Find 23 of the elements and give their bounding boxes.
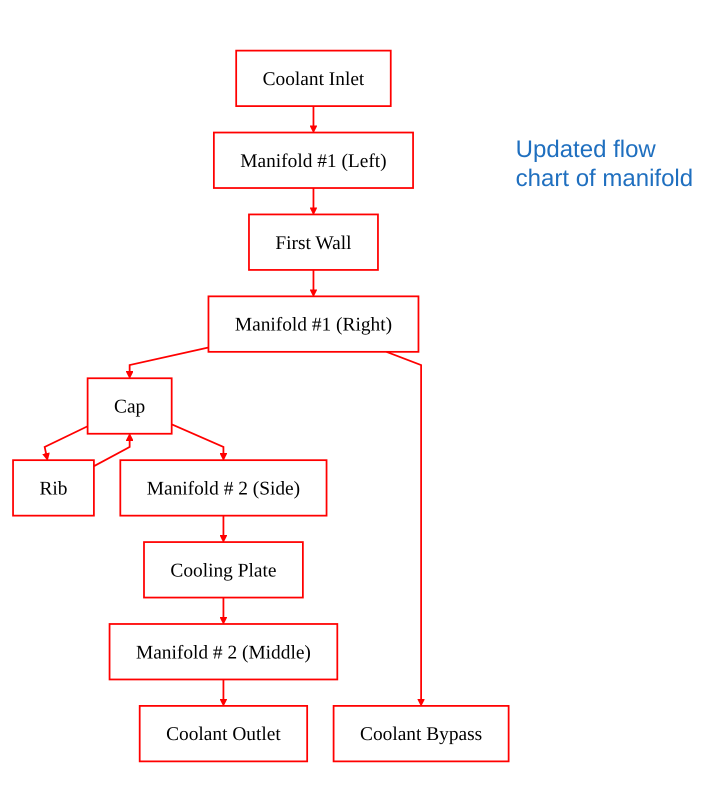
node-box: Manifold # 2 (Middle) [108, 623, 338, 680]
arrow [93, 433, 134, 467]
node-box: Manifold #1 (Left) [212, 132, 414, 189]
node-box: Coolant Bypass [332, 705, 510, 762]
node-box: Manifold # 2 (Side) [119, 459, 328, 517]
node-box: Rib [12, 459, 95, 517]
arrow [310, 188, 318, 215]
arrow [220, 516, 228, 542]
arrow [171, 424, 228, 461]
arrow [386, 351, 425, 706]
node-box: Cooling Plate [143, 541, 304, 598]
note-text: Updated flow chart of manifold [516, 136, 694, 194]
node-box: Coolant Outlet [138, 705, 308, 762]
arrow [42, 425, 88, 461]
node-box: First Wall [248, 214, 379, 271]
node-box: Cap [86, 377, 173, 435]
arrow [220, 598, 228, 624]
node-box: Coolant Inlet [235, 50, 392, 107]
arrow [126, 346, 209, 379]
arrow [310, 270, 318, 297]
arrow [220, 679, 228, 706]
node-box: Manifold #1 (Right) [208, 295, 420, 353]
arrow [310, 106, 318, 133]
